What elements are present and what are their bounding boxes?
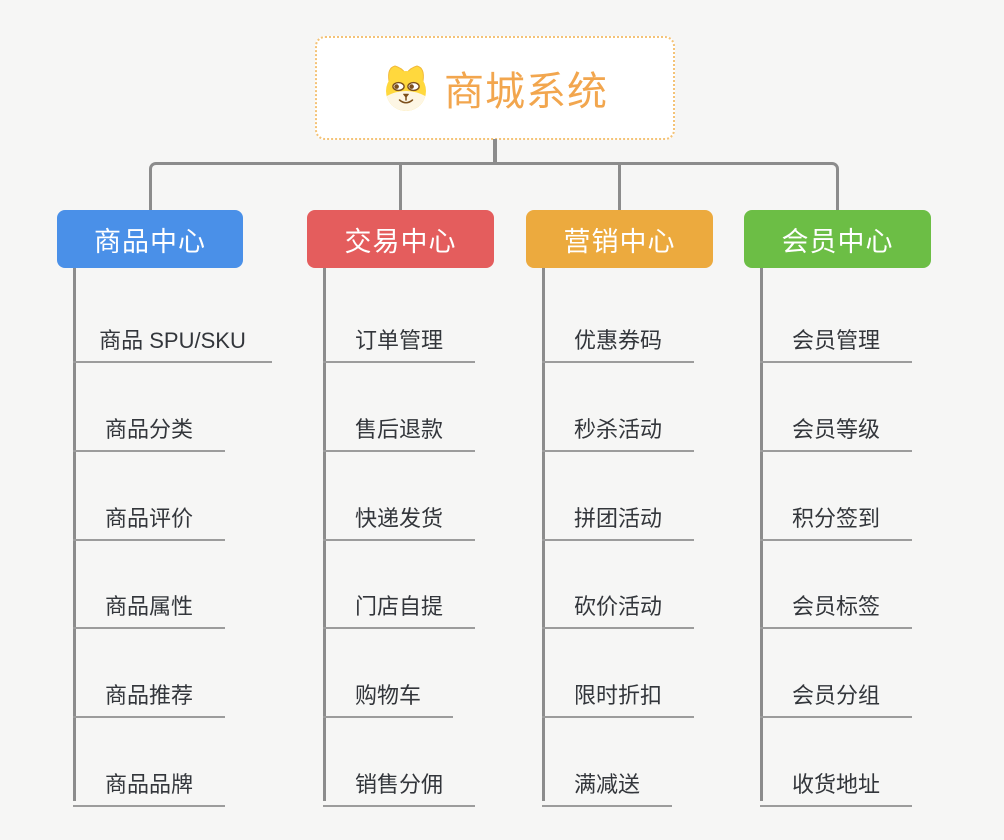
branch-trunk-line (542, 268, 545, 801)
subtopic-label: 满减送 (573, 772, 640, 797)
subtopic-node[interactable]: 会员分组 (760, 673, 912, 718)
branch-topic[interactable]: 会员中心 (744, 210, 931, 268)
subtopic-node[interactable]: 会员等级 (760, 407, 912, 452)
subtopic-node[interactable]: 砍价活动 (542, 584, 694, 629)
subtopic-node[interactable]: 秒杀活动 (542, 407, 694, 452)
branch-topic-label: 商品中心 (94, 226, 206, 257)
subtopic-node[interactable]: 优惠券码 (542, 318, 694, 363)
subtopic-label: 订单管理 (354, 328, 443, 353)
subtopic-node[interactable]: 商品分类 (73, 407, 225, 452)
branch-trunk-line (760, 268, 763, 801)
subtopic-node[interactable]: 门店自提 (323, 584, 475, 629)
subtopic-node[interactable]: 商品推荐 (73, 673, 225, 718)
branch-topic-label: 会员中心 (781, 226, 894, 257)
subtopic-label: 砍价活动 (573, 594, 662, 619)
root-topic-title: 商城系统 (444, 70, 608, 114)
subtopic-label: 会员管理 (791, 328, 880, 353)
subtopic-label: 拼团活动 (573, 506, 662, 531)
subtopic-label: 商品分类 (104, 417, 193, 442)
subtopic-node[interactable]: 限时折扣 (542, 673, 694, 718)
subtopic-label: 优惠券码 (573, 328, 662, 353)
subtopic-label: 销售分佣 (354, 772, 443, 797)
subtopic-node[interactable]: 拼团活动 (542, 496, 694, 541)
subtopic-label: 会员分组 (791, 683, 880, 708)
subtopic-label: 收货地址 (791, 772, 880, 797)
subtopic-node[interactable]: 收货地址 (760, 762, 912, 807)
subtopic-label: 积分签到 (791, 506, 880, 531)
subtopic-label: 门店自提 (354, 594, 443, 619)
subtopic-label: 商品 SPU/SKU (99, 328, 246, 353)
subtopic-label: 会员标签 (791, 594, 880, 619)
connector-root-stem (493, 139, 497, 163)
branch-trunk-line (73, 268, 76, 801)
subtopic-node[interactable]: 商品品牌 (73, 762, 225, 807)
subtopic-node[interactable]: 快递发货 (323, 496, 475, 541)
connector-drop-marketing (618, 162, 621, 210)
subtopic-node[interactable]: 销售分佣 (323, 762, 475, 807)
branch-topic[interactable]: 交易中心 (307, 210, 494, 268)
subtopic-node[interactable]: 商品 SPU/SKU (73, 318, 272, 363)
subtopic-label: 会员等级 (791, 417, 880, 442)
subtopic-label: 售后退款 (354, 417, 443, 442)
branch-topic[interactable]: 营销中心 (526, 210, 713, 268)
subtopic-node[interactable]: 会员管理 (760, 318, 912, 363)
subtopic-node[interactable]: 商品属性 (73, 584, 225, 629)
subtopic-label: 商品推荐 (104, 683, 193, 708)
subtopic-node[interactable]: 商品评价 (73, 496, 225, 541)
branch-topic-label: 营销中心 (563, 226, 676, 257)
connector-drop-trade (399, 162, 402, 210)
subtopic-node[interactable]: 会员标签 (760, 584, 912, 629)
subtopic-node[interactable]: 售后退款 (323, 407, 475, 452)
subtopic-node[interactable]: 满减送 (542, 762, 672, 807)
branch-trunk-line (323, 268, 326, 801)
subtopic-label: 购物车 (354, 683, 421, 708)
root-topic[interactable]: 商城系统 (315, 36, 675, 140)
subtopic-label: 限时折扣 (573, 683, 662, 708)
dog-face-icon (386, 65, 426, 111)
subtopic-node[interactable]: 购物车 (323, 673, 453, 718)
subtopic-label: 快递发货 (354, 506, 443, 531)
subtopic-label: 商品品牌 (104, 772, 193, 797)
subtopic-label: 商品属性 (104, 594, 193, 619)
branch-topic[interactable]: 商品中心 (57, 210, 243, 268)
subtopic-label: 秒杀活动 (573, 417, 662, 442)
branch-topic-label: 交易中心 (344, 226, 457, 257)
connector-rail (149, 162, 839, 210)
subtopic-label: 商品评价 (104, 506, 193, 531)
subtopic-node[interactable]: 订单管理 (323, 318, 475, 363)
subtopic-node[interactable]: 积分签到 (760, 496, 912, 541)
